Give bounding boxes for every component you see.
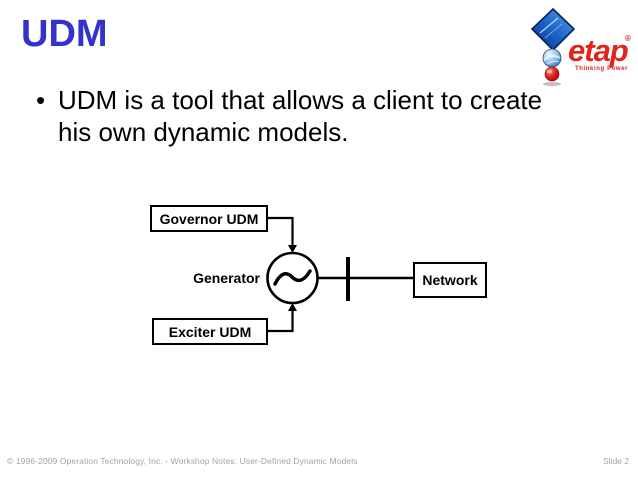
logo-red-ball	[544, 66, 560, 82]
etap-logo-tagline: Thinking Power	[575, 66, 629, 72]
governor-udm-box: Governor UDM	[150, 205, 268, 232]
registered-trademark-icon: ®	[625, 34, 631, 43]
arrow-down-icon	[288, 245, 297, 253]
network-box: Network	[413, 262, 487, 298]
governor-connector-line	[268, 216, 294, 246]
bullet-line: his own dynamic models.	[58, 117, 349, 147]
etap-logo-wordmark: etap	[568, 33, 629, 68]
logo-red-ball-highlight	[547, 69, 552, 74]
generator-circle	[266, 251, 319, 305]
exciter-connector-line	[268, 310, 294, 333]
generator-sine-wave	[273, 269, 312, 286]
slide-number: Slide 2	[603, 456, 629, 466]
footer-copyright: © 1996-2009 Operation Technology, Inc. -…	[7, 456, 358, 466]
logo-shadow	[543, 81, 561, 87]
slide-title: UDM	[21, 13, 108, 55]
bullet-line: UDM is a tool that allows a client to cr…	[58, 85, 543, 115]
logo-diamond-streak	[544, 23, 563, 39]
exciter-udm-box: Exciter UDM	[152, 318, 268, 345]
arrow-up-icon	[288, 303, 297, 311]
logo-globe-swirl	[543, 55, 561, 61]
etap-logo: etap ® Thinking Power	[528, 8, 634, 90]
etap-logo-mark	[530, 8, 576, 87]
logo-diamond-streak	[539, 17, 559, 34]
generator-label: Generator	[193, 270, 260, 286]
bullet-text: UDM is a tool that allows a client to cr…	[58, 84, 611, 148]
bullet-marker: •	[36, 85, 46, 115]
logo-globe-swirl	[546, 60, 560, 65]
bullet-item: • UDM is a tool that allows a client to …	[36, 84, 611, 148]
